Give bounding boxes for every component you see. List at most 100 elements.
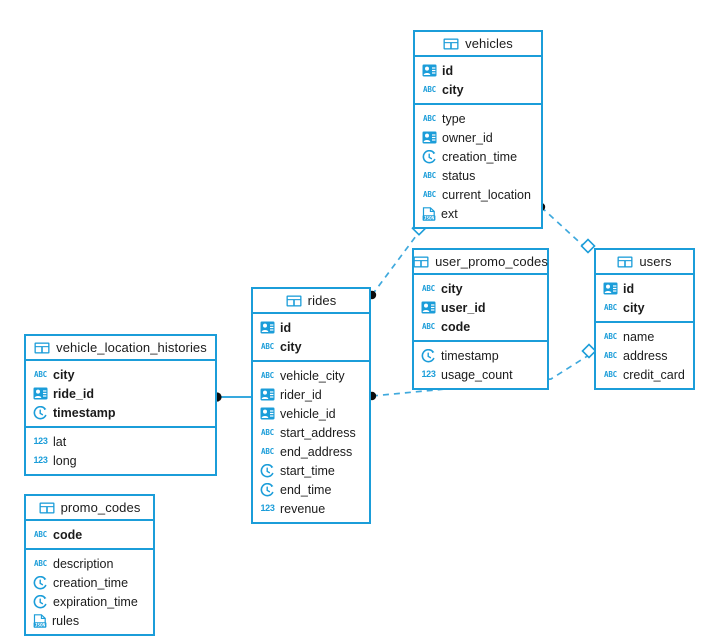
field-name: type <box>442 111 466 126</box>
field-row[interactable]: id <box>596 279 693 298</box>
field-row[interactable]: vehicle_id <box>253 404 369 423</box>
number-icon: 123 <box>33 436 48 446</box>
table-header-promo_codes[interactable]: promo_codes <box>26 496 153 521</box>
field-name: ride_id <box>53 386 94 401</box>
field-row[interactable]: owner_id <box>415 128 541 147</box>
clock-icon <box>422 149 437 164</box>
clock-icon <box>33 594 48 609</box>
field-name: creation_time <box>53 575 129 590</box>
field-name: id <box>442 63 454 78</box>
table-header-vehicle_location_histories[interactable]: vehicle_location_histories <box>26 336 215 361</box>
field-row[interactable]: end_time <box>253 480 369 499</box>
primary-key-section: ABC city ride_id timestamp <box>26 361 215 428</box>
field-name: usage_count <box>441 367 513 382</box>
field-name: name <box>623 329 655 344</box>
field-name: start_time <box>280 463 335 478</box>
field-name: city <box>442 82 464 97</box>
abc-icon: ABC <box>34 369 47 379</box>
table-header-users[interactable]: users <box>596 250 693 275</box>
field-name: description <box>53 556 114 571</box>
clock-icon <box>421 348 436 363</box>
field-row[interactable]: ABC credit_card <box>596 365 693 384</box>
table-icon <box>413 256 429 268</box>
field-row[interactable]: timestamp <box>26 403 215 422</box>
field-name: expiration_time <box>53 594 138 609</box>
field-name: city <box>280 339 302 354</box>
field-name: code <box>441 319 471 334</box>
field-row[interactable]: ABC city <box>26 365 215 384</box>
id-card-icon <box>33 387 48 400</box>
field-row[interactable]: ABC city <box>253 337 369 356</box>
clock-icon <box>260 463 275 478</box>
field-row[interactable]: id <box>253 318 369 337</box>
abc-icon: ABC <box>34 558 47 568</box>
abc-icon: ABC <box>422 283 435 293</box>
field-name: city <box>53 367 75 382</box>
abc-icon: ABC <box>261 341 274 351</box>
field-name: revenue <box>280 501 326 516</box>
field-row[interactable]: expiration_time <box>26 592 153 611</box>
table-icon <box>39 502 55 514</box>
table-title: promo_codes <box>60 500 141 515</box>
field-row[interactable]: ABC description <box>26 554 153 573</box>
field-row[interactable]: ABC city <box>415 80 541 99</box>
table-header-rides[interactable]: rides <box>253 289 369 314</box>
field-row[interactable]: user_id <box>414 298 547 317</box>
field-name: timestamp <box>441 348 499 363</box>
field-row[interactable]: creation_time <box>26 573 153 592</box>
id-card-icon <box>260 407 275 420</box>
field-row[interactable]: id <box>415 61 541 80</box>
field-name: credit_card <box>623 367 685 382</box>
table-icon <box>286 295 302 307</box>
table-header-vehicles[interactable]: vehicles <box>415 32 541 57</box>
json-icon: JSON <box>33 613 47 628</box>
field-row[interactable]: rider_id <box>253 385 369 404</box>
table-title: rides <box>307 293 337 308</box>
abc-icon: ABC <box>604 369 617 379</box>
field-row[interactable]: JSON rules <box>26 611 153 630</box>
relationship-vehicle-location-histories-to-rides <box>212 392 253 402</box>
field-row[interactable]: start_time <box>253 461 369 480</box>
number-icon: 123 <box>33 455 48 465</box>
svg-text:JSON: JSON <box>35 622 46 628</box>
clock-icon <box>33 575 48 590</box>
field-name: owner_id <box>442 130 493 145</box>
field-name: current_location <box>442 187 531 202</box>
field-row[interactable]: timestamp <box>414 346 547 365</box>
field-name: rules <box>52 613 80 628</box>
abc-icon: ABC <box>423 84 436 94</box>
id-card-icon <box>260 388 275 401</box>
table-header-user_promo_codes[interactable]: user_promo_codes <box>413 250 548 275</box>
field-row[interactable]: creation_time <box>415 147 541 166</box>
field-row[interactable]: ride_id <box>26 384 215 403</box>
field-name: timestamp <box>53 405 116 420</box>
